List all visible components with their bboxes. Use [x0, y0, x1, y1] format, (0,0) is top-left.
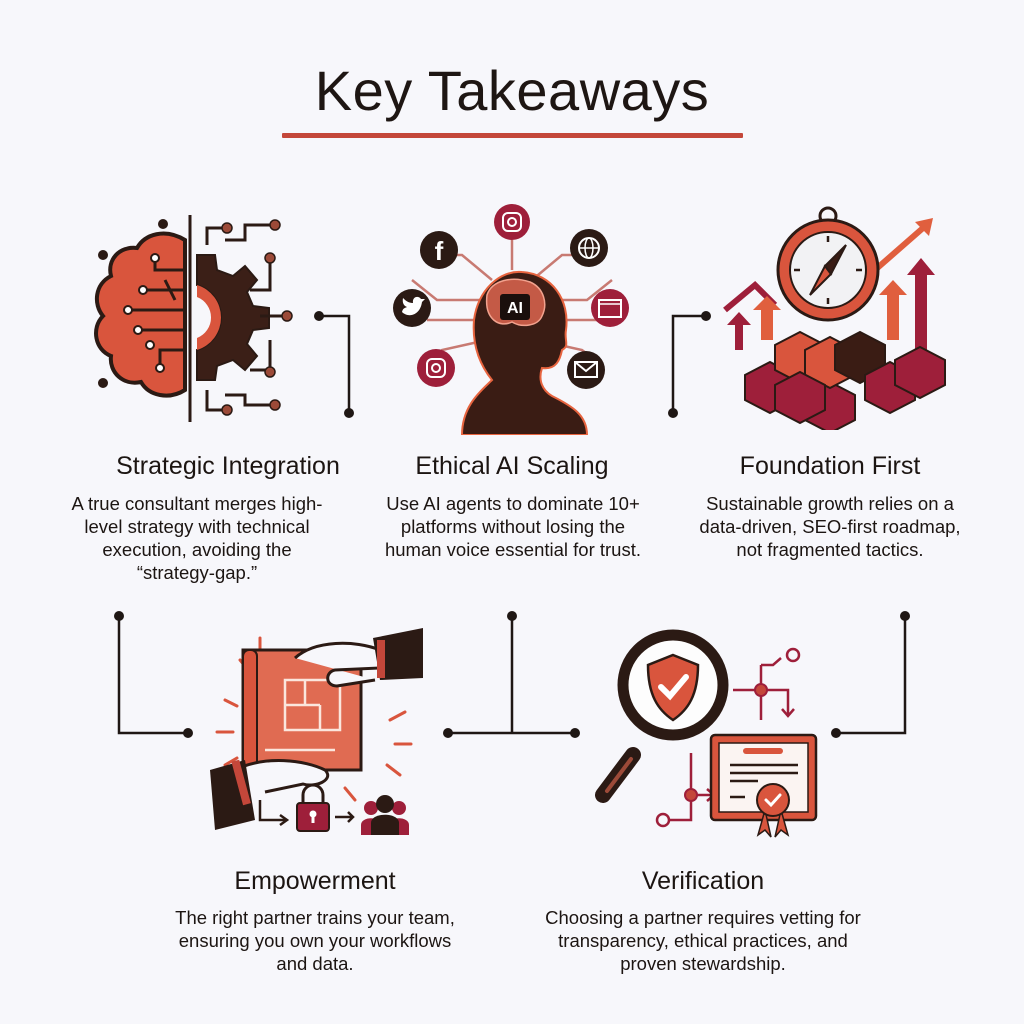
takeaway-title-verification: Verification [641, 867, 765, 895]
takeaway-title-empowerment: Empowerment [234, 867, 396, 895]
magnifier-shield-certificate-icon [595, 629, 818, 838]
title-underline [282, 133, 743, 138]
takeaway-desc-verification: Choosing a partner requires vetting for … [545, 907, 861, 974]
takeaway-desc-foundation-first: Sustainable growth relies on a data-driv… [699, 493, 961, 560]
svg-text:AI: AI [507, 300, 523, 317]
svg-text:f: f [435, 236, 444, 266]
takeaway-title-foundation-first: Foundation First [739, 452, 921, 480]
page-title: Key Takeaways [314, 59, 710, 122]
ai-head-social-network-icon: AI f [393, 204, 629, 435]
hands-blueprint-handoff-icon [210, 628, 423, 835]
brain-gear-circuit-icon [94, 215, 293, 422]
takeaway-title-strategic-integration: Strategic Integration [116, 452, 340, 480]
compass-blocks-growth-icon [723, 206, 946, 430]
takeaway-desc-empowerment: The right partner trains your team, ensu… [175, 907, 455, 974]
takeaway-desc-strategic-integration: A true consultant merges high-level stra… [71, 493, 323, 583]
takeaway-desc-ethical-ai-scaling: Use AI agents to dominate 10+ platforms … [384, 493, 642, 560]
takeaway-title-ethical-ai-scaling: Ethical AI Scaling [415, 452, 609, 480]
